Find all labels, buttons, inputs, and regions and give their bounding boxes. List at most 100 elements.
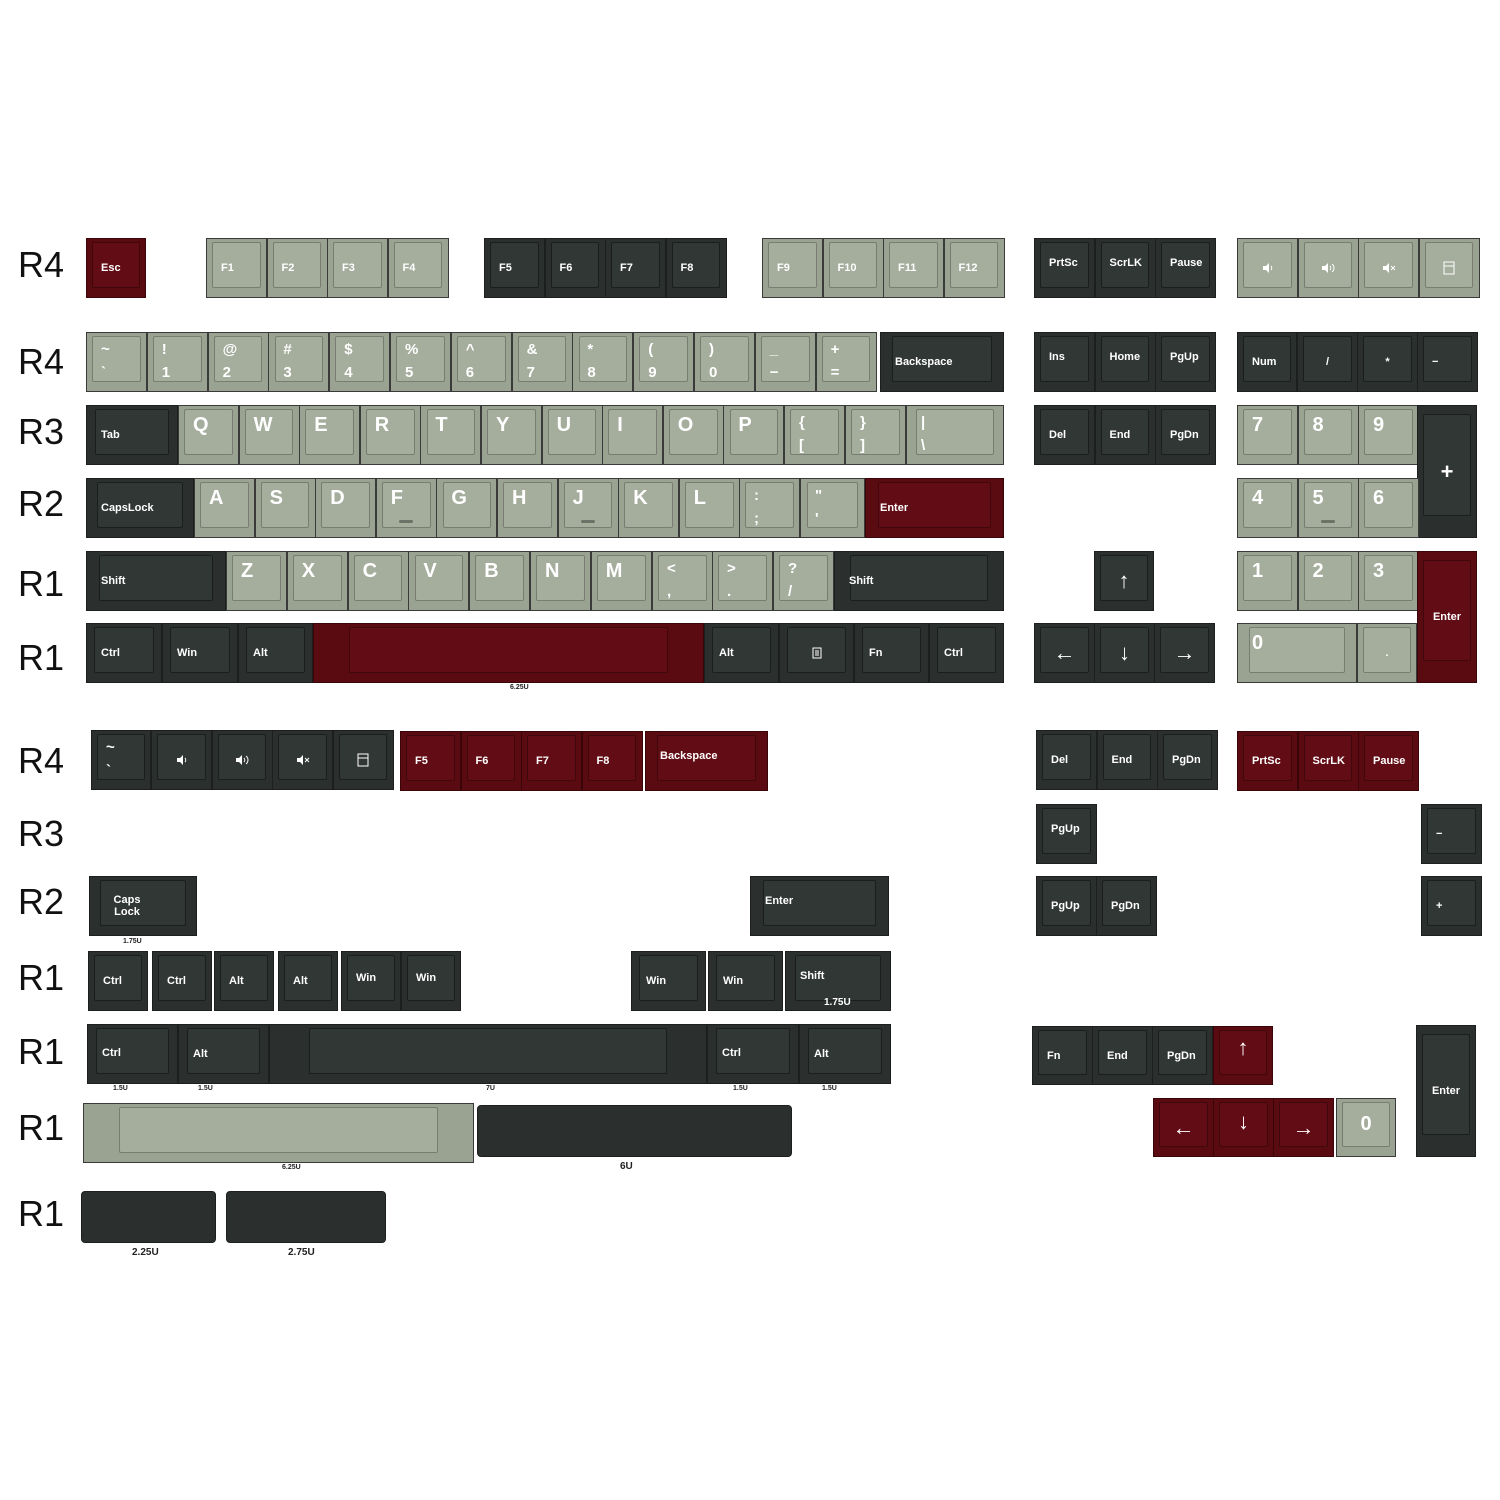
letter-key: C [347,551,409,611]
win-key: Win [708,951,783,1011]
keycap-top [396,336,445,382]
keycap-top [1163,734,1212,780]
f12-key: F12 [943,238,1005,298]
num-plus-key: + [1421,876,1482,936]
up-arrow-key: ↑ [1094,551,1154,611]
keycap-legend: Win [177,647,198,659]
pgup-key: PgUp [1036,804,1097,864]
keycap-legend: ~ ` [106,739,115,779]
keycap-top [1038,1030,1087,1075]
prtsc-key: PrtSc [1034,238,1095,298]
number-row-key: ( 9 [633,332,695,392]
alt-key: Alt [278,951,338,1011]
keycap-legend: Ctrl [102,1047,121,1059]
f8-key: F8 [581,731,643,791]
size-caption: 6.25U [282,1164,301,1171]
keycap-top [861,627,922,673]
size-caption: 7U [486,1085,495,1092]
row-label: R1 [18,1107,65,1148]
keycap-legend: ↑ [1237,1035,1249,1060]
keycap-top [366,409,415,455]
numpad-key: 3 [1358,551,1419,611]
keycap-top [669,409,718,455]
keycap-legend: . [1385,647,1389,659]
keycap-top [1243,242,1292,288]
f5-key: F5 [484,238,545,298]
spacebar-625u-key [83,1103,474,1163]
keycap-top [1243,336,1291,382]
fn-key: Fn [854,623,929,683]
keycap-top [1303,735,1353,781]
keycap-top [517,336,567,382]
keycap-legend: 3 [1373,560,1385,582]
keycap-top [335,336,384,382]
keycap-legend: ( 9 [648,341,657,381]
keycap-top [426,409,476,455]
alt-key: Alt [238,623,313,683]
right-shift-key: Shift [834,551,1004,611]
size-caption: 1.5U [733,1085,748,1092]
keycap-legend: F1 [221,262,234,274]
letter-key: G [436,478,498,538]
keycap-top [1427,880,1476,926]
pause-key: Pause [1155,238,1216,298]
keycap-top [245,627,306,673]
keycap-top [1422,1033,1470,1136]
keycap-top [1098,1030,1147,1075]
keycap-legend: F8 [596,755,610,767]
keycap-legend: F3 [342,262,355,274]
spacebar-225u-key [81,1191,216,1243]
keycap-legend: End [1107,1049,1128,1062]
keycap-top [158,955,206,1001]
keycap-legend: Win [356,972,377,984]
ctrl-key: Ctrl [707,1024,799,1084]
keycap-legend: D [330,487,345,509]
keycap-top [503,482,552,528]
keycap-legend: Win [416,972,437,984]
row-label: R1 [18,1031,65,1072]
keycap-legend: Enter [880,502,909,514]
keycap-legend: Ctrl [101,647,120,659]
keycap-legend: > . [727,560,736,600]
left-arrow-key: ← [1034,623,1095,683]
keycap-legend: Z [241,560,254,582]
media-key [272,730,333,790]
keycap-legend: Pause [1373,755,1406,767]
keycap-top [349,627,668,673]
keycap-top [93,627,155,673]
keycap-legend: F12 [958,262,978,274]
keycap-legend: ← [1053,640,1076,665]
keycap-legend: ScrLK [1312,755,1345,767]
prtsc-key: PrtSc [1237,731,1298,791]
keycap-top [1363,627,1411,673]
ctrl-key: Ctrl [87,1024,178,1084]
number-row-key: ! 1 [146,332,208,392]
letter-key: S [254,478,316,538]
keycap-top [527,735,576,781]
ins-key: Ins [1034,332,1095,392]
keycap-top [1102,880,1151,926]
keycap-top [891,336,993,382]
keycap-top [284,955,332,1001]
keycap-legend: PgUp [1051,900,1080,912]
capslock-key: Caps Lock [89,876,197,936]
keycap-legend: B [484,560,499,582]
keycap-top [808,1028,882,1074]
keycap-legend: Win [723,975,744,987]
keycap-legend: G [451,487,467,509]
letter-key: L [678,478,740,538]
num-zero-key: 0 [1336,1098,1396,1157]
keycap-legend: Del [1049,429,1067,441]
keycap-legend: @ 2 [222,341,238,381]
homing-bar [581,520,596,523]
del-key: Del [1034,405,1095,465]
keycap-legend: M [605,560,623,582]
enter-key: Enter [750,876,889,936]
size-caption: 1.75U [824,997,851,1008]
keycap-top [768,242,817,288]
keycap-legend: F8 [680,262,694,274]
keycap-top [96,482,184,528]
keycap-legend: Ctrl [944,647,963,659]
keycap-legend: − [1436,828,1443,840]
scrlk-key: ScrLK [1094,238,1156,298]
